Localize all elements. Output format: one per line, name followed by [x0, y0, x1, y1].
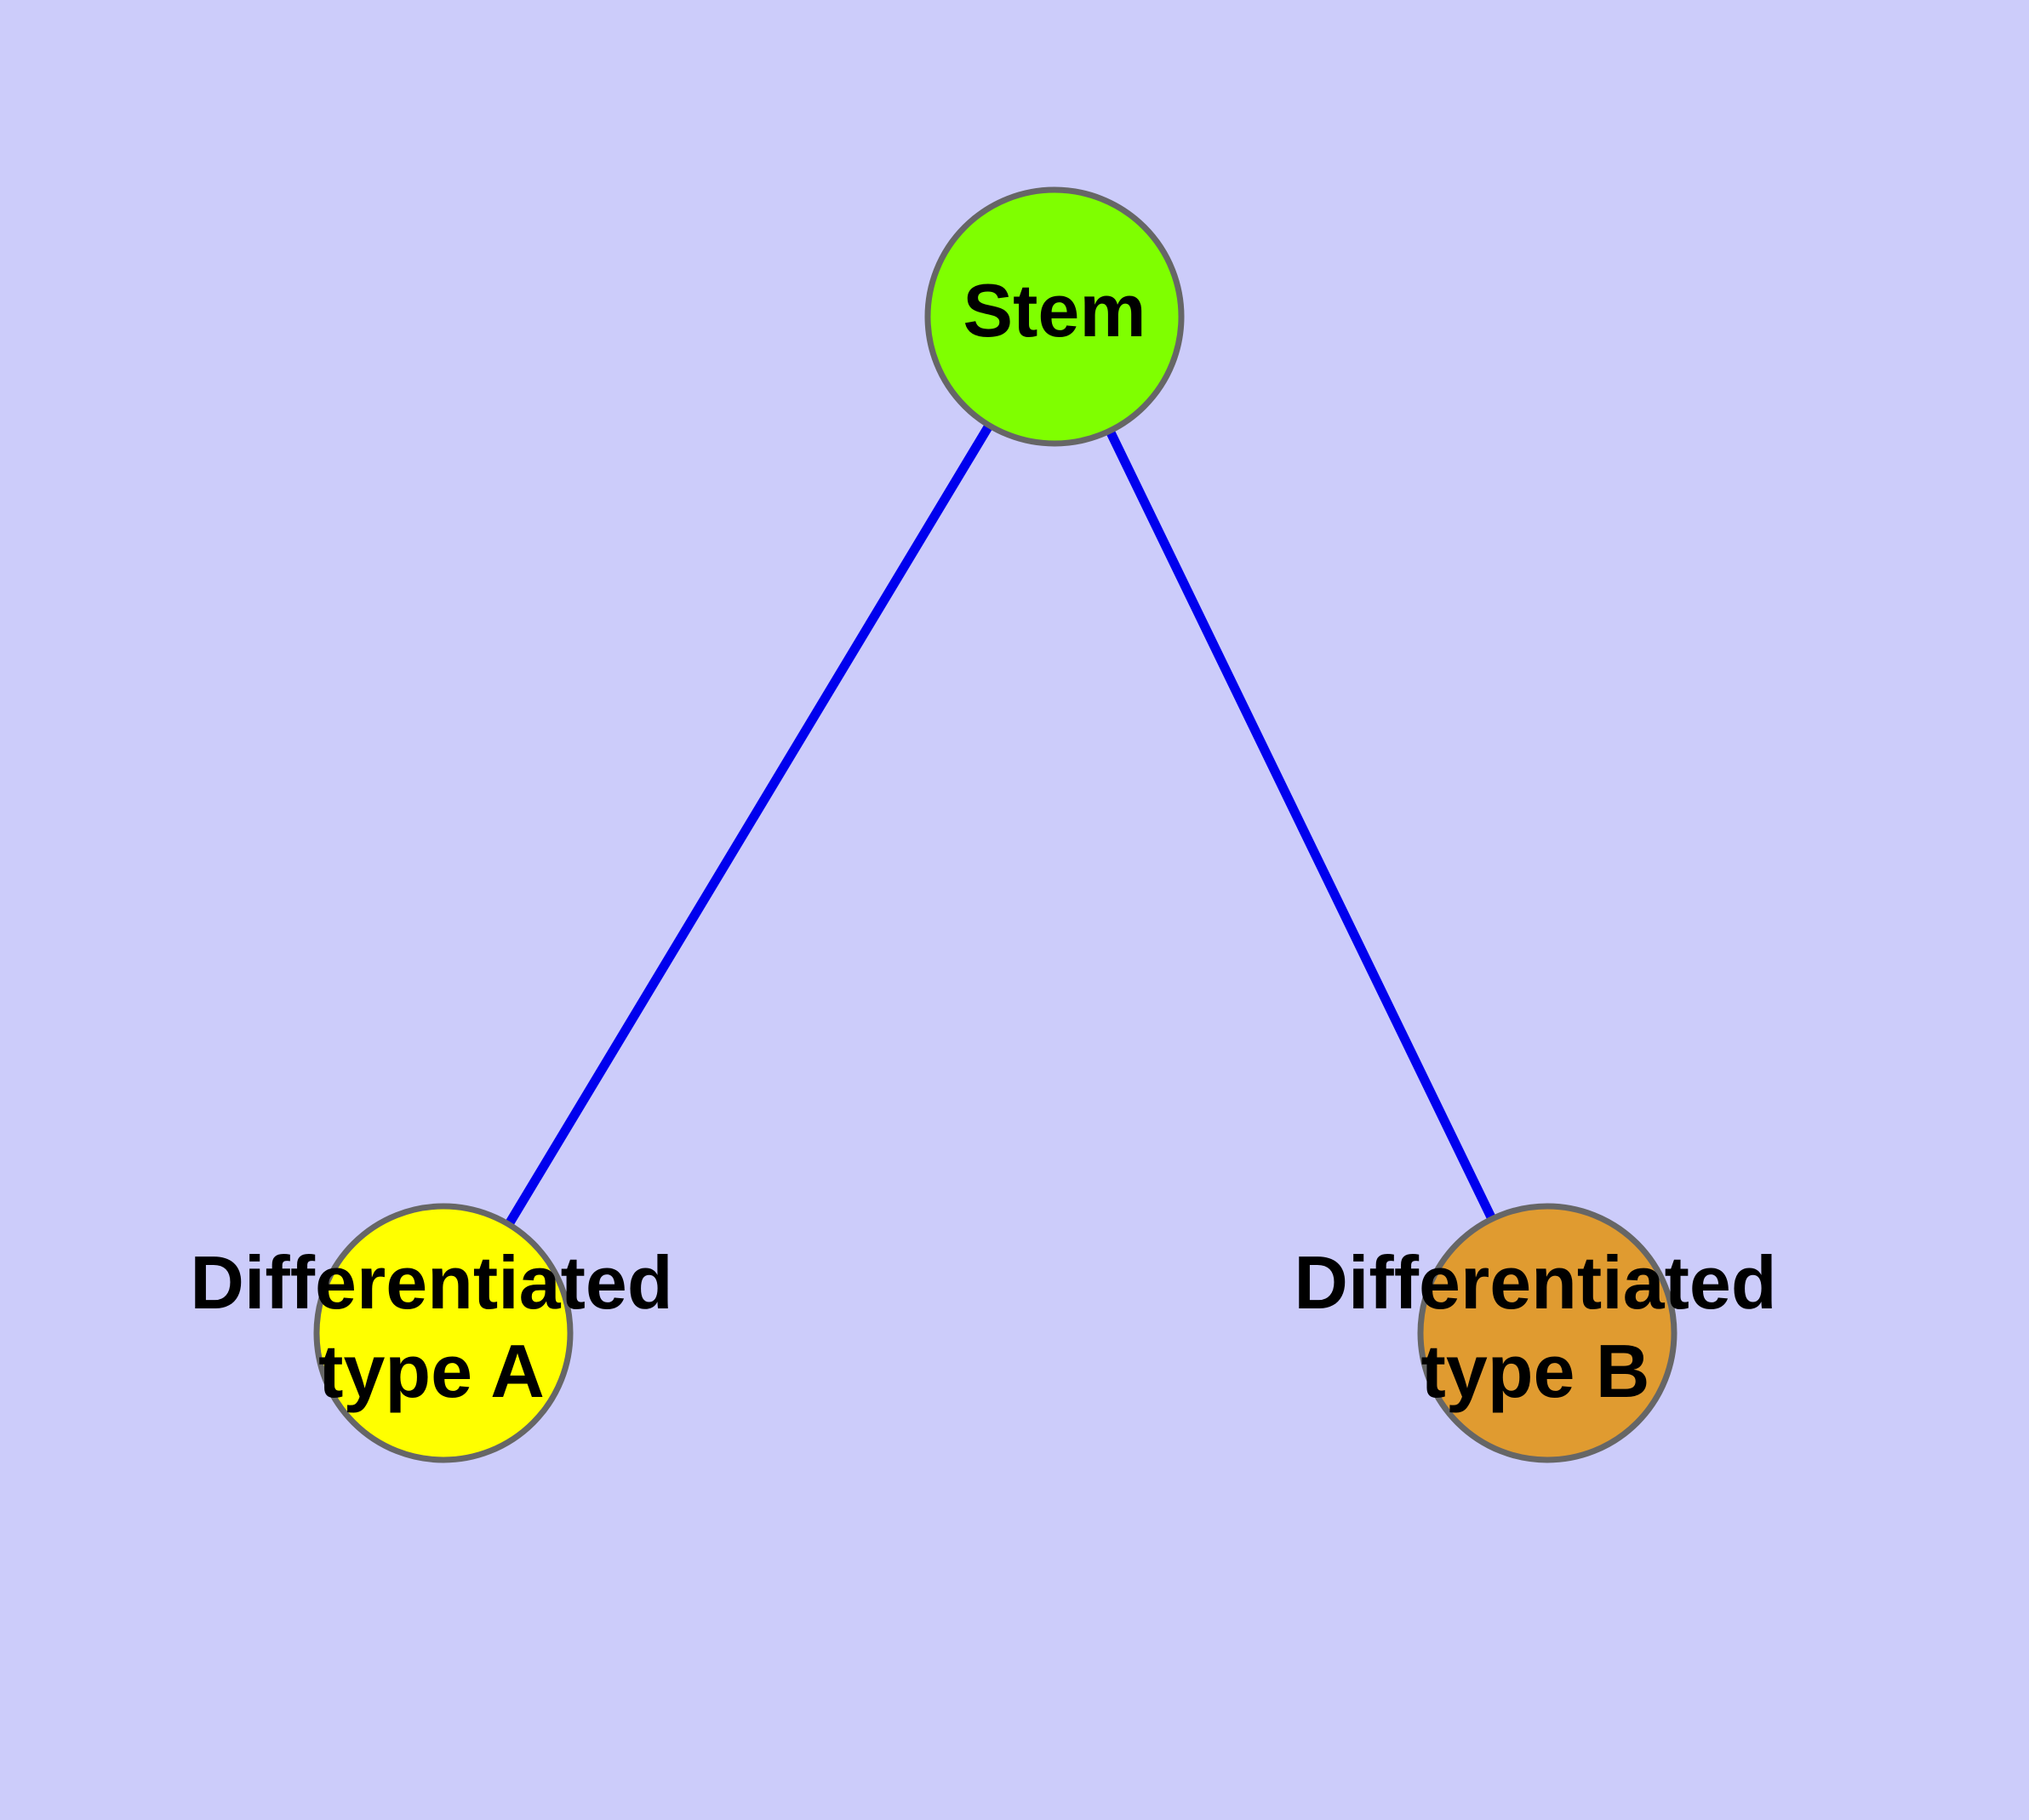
node-label-line: type A: [318, 1329, 545, 1413]
graph-node-stem[interactable]: [924, 186, 1185, 447]
graph-edge[interactable]: [1050, 314, 1552, 1336]
graph-node-diff_b[interactable]: [1417, 1203, 1677, 1463]
edges-group: [439, 314, 1552, 1336]
node-label-line: Stem: [963, 268, 1146, 352]
nodes-group: [313, 186, 1677, 1463]
node-label-line: Differentiated: [1294, 1240, 1776, 1325]
node-label-line: Differentiated: [190, 1240, 672, 1325]
graph-edge[interactable]: [439, 314, 1059, 1336]
graph-node-diff_a[interactable]: [313, 1203, 574, 1463]
node-label-stem: Stem: [963, 268, 1146, 352]
node-label-line: type B: [1421, 1329, 1650, 1413]
